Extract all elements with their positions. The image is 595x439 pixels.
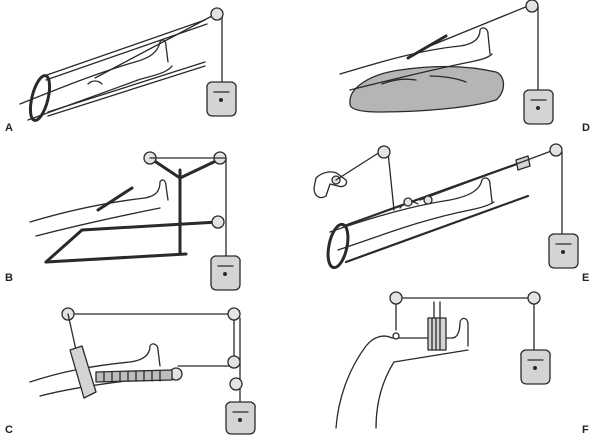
splint-bar [96, 186, 134, 212]
splint-crossbar [515, 155, 531, 171]
panel-b-drawing [29, 151, 241, 291]
panel-d-drawing [339, 0, 554, 125]
pulley [227, 355, 241, 369]
traction-rope [395, 297, 535, 351]
frame-left-post [44, 228, 84, 264]
leg-thigh [335, 335, 393, 429]
pulley [403, 197, 413, 207]
frame-arm-right [178, 158, 220, 180]
panel-c-drawing [29, 307, 256, 435]
leg-detail [87, 80, 103, 85]
leg-thigh-lower [375, 361, 395, 429]
leg-outline [329, 177, 493, 233]
panel-f-drawing [335, 291, 551, 429]
pulley [389, 291, 403, 305]
panel-label-b: B [5, 272, 13, 284]
pulley [227, 307, 241, 321]
cast-strap [433, 301, 441, 319]
frame-top-rail [80, 220, 220, 232]
pulley [229, 377, 243, 391]
leg-lower-outline [27, 65, 173, 121]
splint-rod-lower [344, 194, 530, 264]
thomas-splint-ring [326, 222, 350, 270]
pulley [549, 143, 563, 157]
pillow [349, 65, 505, 113]
rope-to-pulley [67, 313, 77, 351]
traction-rope [67, 313, 235, 367]
leg-outline-lower [35, 207, 161, 237]
pulley [527, 291, 541, 305]
pulley [423, 195, 433, 205]
splint-rod-lower-2 [47, 65, 206, 117]
leg-upper-outline [19, 39, 169, 105]
pulley [211, 215, 225, 229]
leg-outline [29, 343, 161, 383]
leg-shin-front [391, 317, 469, 347]
pulley [377, 145, 391, 159]
leg-shin-back [393, 349, 469, 363]
traction-bar [95, 369, 173, 383]
leg-outline [339, 27, 491, 75]
panel-label-f: F [582, 424, 589, 436]
pulley [525, 0, 539, 13]
leg-outline-lower [337, 201, 495, 251]
leg-outline-lower [349, 53, 493, 91]
leg-cast [427, 317, 447, 351]
splint-rod-upper-2 [45, 23, 208, 81]
panel-a-drawing [19, 7, 237, 122]
pulley [210, 7, 224, 21]
weight-bag [225, 401, 256, 435]
panel-label-e: E [582, 272, 590, 284]
frame-base [44, 252, 188, 264]
panel-label-d: D [582, 122, 590, 134]
splint-rod-upper [43, 19, 206, 77]
traction-rope [149, 157, 227, 259]
panel-label-a: A [5, 122, 13, 134]
leg-cuff [69, 345, 97, 399]
panel-e-drawing [313, 143, 579, 270]
panel-label-c: C [5, 424, 13, 436]
leg-outline [29, 179, 169, 223]
